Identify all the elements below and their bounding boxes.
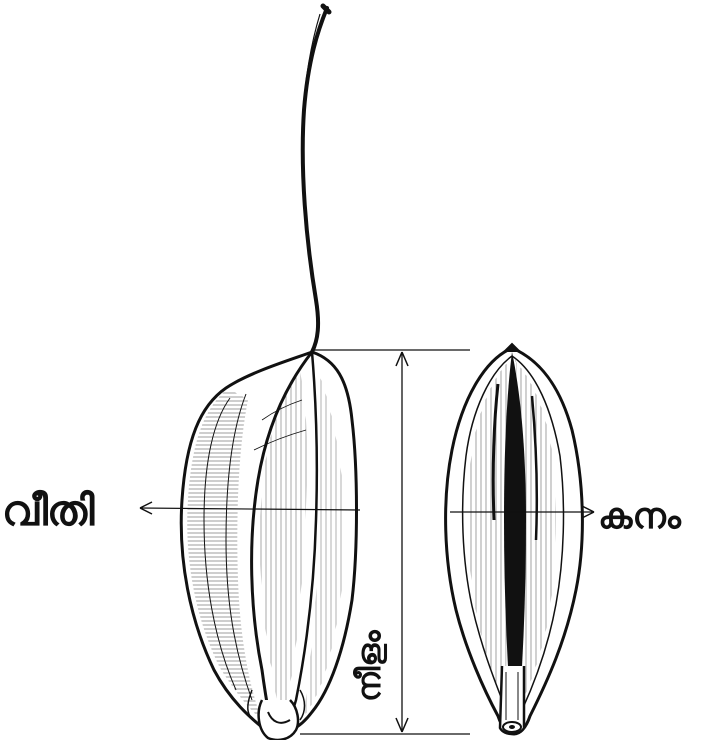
- thickness-label: കനം: [598, 496, 681, 538]
- length-label: നീളം: [350, 630, 389, 702]
- paddy-grain-side-view: [181, 6, 356, 740]
- width-label: വീതി: [2, 486, 94, 536]
- awn: [303, 8, 327, 352]
- grain-base: [259, 700, 298, 740]
- grain-front-view: [446, 344, 583, 734]
